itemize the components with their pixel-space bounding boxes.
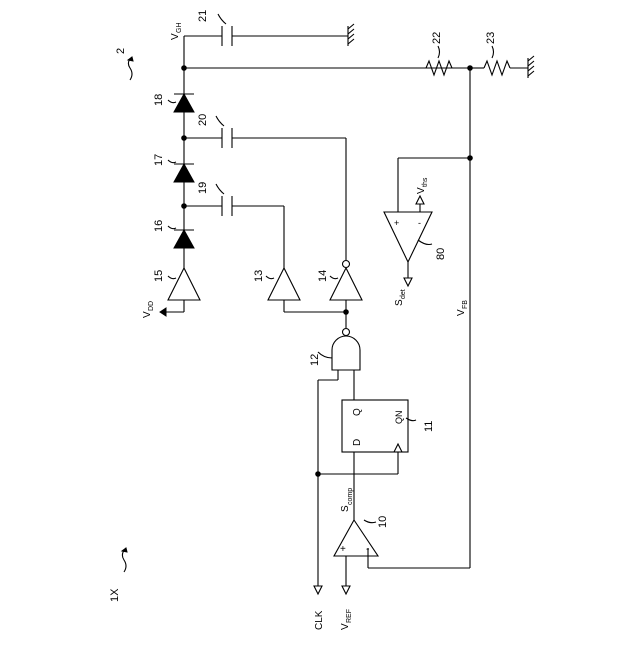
svg-text:det: det [400, 289, 407, 299]
diode-17: 17 [153, 154, 194, 182]
scomp-label: S comp [340, 488, 354, 512]
vdd-label: V DD [142, 301, 155, 318]
svg-text:+: + [340, 544, 346, 555]
svg-text:19: 19 [197, 182, 209, 194]
buffer-13: 13 [253, 268, 300, 312]
svg-text:17: 17 [153, 154, 165, 166]
svg-text:FB: FB [462, 300, 469, 309]
sdet-label: S det [394, 289, 407, 306]
buffer-15: 15 [153, 268, 200, 316]
vref-input: V REF [340, 586, 353, 630]
svg-text:Q: Q [352, 408, 363, 416]
svg-text:13: 13 [253, 270, 265, 282]
nand-gate-12: 12 [309, 329, 360, 401]
svg-text:2: 2 [115, 48, 127, 54]
detector-80: + - 80 [384, 196, 447, 286]
svg-text:ths: ths [422, 177, 429, 187]
svg-text:V: V [170, 33, 181, 40]
ground-symbol-23 [528, 56, 534, 78]
svg-text:20: 20 [197, 114, 209, 126]
resistor-23: 23 [470, 32, 528, 75]
svg-text:DD: DD [148, 301, 155, 311]
capacitor-21: 21 [197, 10, 348, 46]
svg-text:14: 14 [317, 270, 329, 282]
svg-text:23: 23 [485, 32, 497, 44]
svg-text:21: 21 [197, 10, 209, 22]
svg-text:CLK: CLK [314, 610, 325, 630]
svg-text:18: 18 [153, 94, 165, 106]
d-flipflop-11: Q D QN 11 [318, 400, 435, 520]
svg-text:11: 11 [423, 421, 435, 432]
svg-text:REF: REF [346, 609, 353, 623]
clk-input: CLK [314, 586, 325, 630]
svg-text:V: V [142, 311, 153, 318]
svg-text:15: 15 [153, 270, 165, 282]
figure-label-2: 2 [115, 48, 133, 80]
svg-text:V: V [340, 623, 351, 630]
ground-symbol-21 [348, 24, 354, 46]
capacitor-19: 19 [184, 182, 284, 268]
svg-text:-: - [418, 218, 421, 228]
svg-text:GH: GH [176, 23, 183, 34]
inverter-14: 14 [317, 261, 362, 313]
svg-text:S: S [340, 505, 351, 512]
svg-text:22: 22 [431, 32, 443, 44]
vfb-feedback-wire [368, 68, 472, 568]
svg-text:QN: QN [394, 411, 404, 425]
comparator-10: + - 10 [334, 516, 389, 586]
svg-text:V: V [416, 187, 427, 194]
svg-text:80: 80 [435, 248, 447, 260]
svg-text:comp: comp [347, 488, 354, 505]
vfb-label: V FB [456, 300, 469, 316]
vgh-label: V GH [170, 23, 183, 41]
diode-16: 16 [153, 220, 194, 248]
svg-text:16: 16 [153, 220, 165, 232]
figure-label-1x: 1X [109, 548, 127, 602]
svg-text:+: + [394, 218, 399, 228]
svg-text:12: 12 [309, 354, 321, 366]
svg-text:V: V [456, 309, 467, 316]
vths-label: V ths [416, 177, 429, 194]
gate-drive-wire [284, 310, 348, 328]
svg-text:1X: 1X [109, 588, 121, 602]
diode-18: 18 [153, 94, 194, 112]
svg-text:S: S [394, 299, 405, 306]
svg-text:D: D [352, 439, 363, 446]
svg-text:10: 10 [377, 516, 389, 528]
